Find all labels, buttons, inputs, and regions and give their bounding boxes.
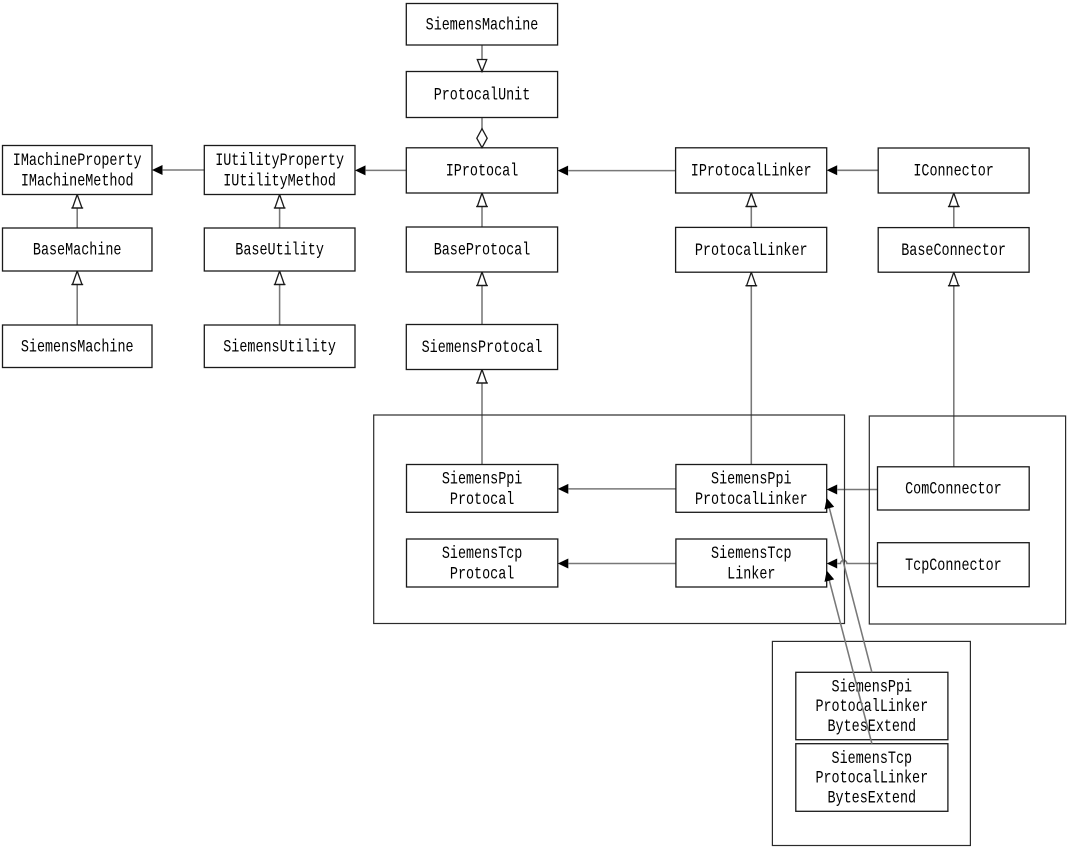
svg-text:SiemensPpi: SiemensPpi <box>711 469 792 489</box>
svg-text:BaseConnector: BaseConnector <box>901 241 1006 261</box>
svg-text:IMachineMethod: IMachineMethod <box>21 171 134 191</box>
svg-text:BaseMachine: BaseMachine <box>33 241 122 261</box>
svg-text:Linker: Linker <box>727 565 775 585</box>
svg-text:BaseUtility: BaseUtility <box>235 241 324 261</box>
svg-text:ProtocalLinker: ProtocalLinker <box>815 769 928 789</box>
svg-text:IProtocal: IProtocal <box>446 162 519 182</box>
svg-text:SiemensPpi: SiemensPpi <box>832 678 913 698</box>
svg-text:IProtocalLinker: IProtocalLinker <box>691 162 812 182</box>
svg-text:IConnector: IConnector <box>913 162 994 182</box>
svg-text:ComConnector: ComConnector <box>905 480 1002 500</box>
svg-text:Protocal: Protocal <box>450 490 514 510</box>
svg-text:IMachineProperty: IMachineProperty <box>13 151 142 171</box>
svg-text:Protocal: Protocal <box>450 565 514 585</box>
svg-text:ProtocalLinker: ProtocalLinker <box>695 490 808 510</box>
svg-text:SiemensUtility: SiemensUtility <box>223 337 336 357</box>
svg-text:ProtocalUnit: ProtocalUnit <box>434 86 531 106</box>
svg-text:IUtilityProperty: IUtilityProperty <box>215 151 344 171</box>
svg-text:SiemensProtocal: SiemensProtocal <box>422 338 543 358</box>
svg-text:SiemensMachine: SiemensMachine <box>426 15 539 35</box>
svg-text:ProtocalLinker: ProtocalLinker <box>815 697 928 717</box>
svg-text:SiemensPpi: SiemensPpi <box>442 469 523 489</box>
svg-text:BaseProtocal: BaseProtocal <box>434 241 531 261</box>
svg-text:ProtocalLinker: ProtocalLinker <box>695 241 808 261</box>
svg-text:SiemensMachine: SiemensMachine <box>21 337 134 357</box>
svg-text:SiemensTcp: SiemensTcp <box>711 544 792 564</box>
svg-text:BytesExtend: BytesExtend <box>828 717 917 737</box>
svg-text:BytesExtend: BytesExtend <box>828 788 917 808</box>
svg-text:IUtilityMethod: IUtilityMethod <box>223 171 336 191</box>
svg-text:TcpConnector: TcpConnector <box>905 556 1002 576</box>
svg-text:SiemensTcp: SiemensTcp <box>832 749 913 769</box>
svg-text:SiemensTcp: SiemensTcp <box>442 544 523 564</box>
